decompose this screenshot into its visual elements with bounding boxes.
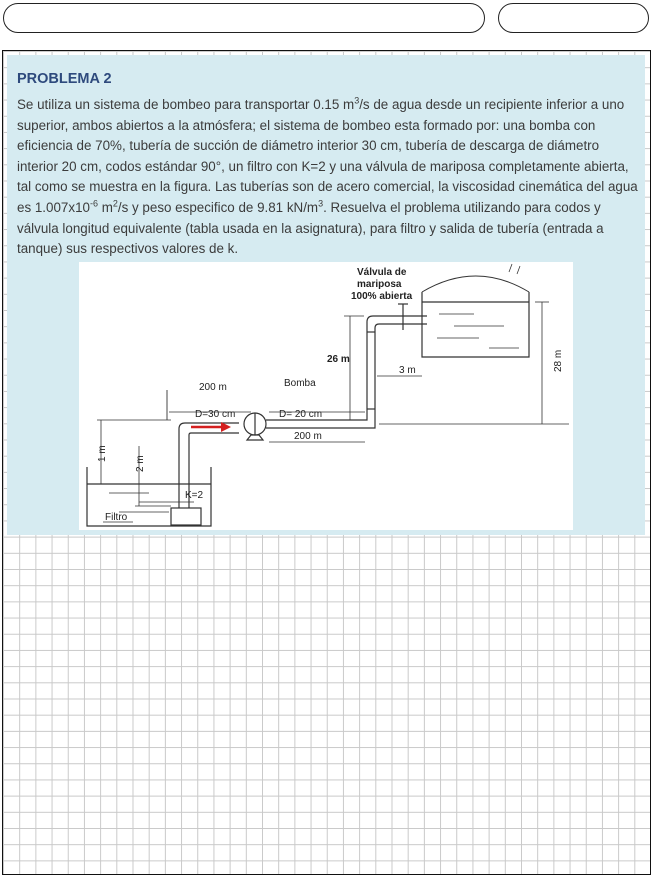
height-26-label: 26 m (327, 354, 350, 365)
valve-label-line1: Válvula de (357, 267, 407, 278)
side-field[interactable] (498, 3, 649, 33)
suction-pipe (178, 422, 239, 508)
suction-diameter-label: D=30 cm (195, 409, 235, 420)
problem-panel: PROBLEMA 2 Se utiliza un sistema de bomb… (7, 55, 645, 535)
flow-arrow-head (221, 422, 231, 432)
discharge-diameter-label: D= 20 cm (279, 409, 322, 420)
filter-label: Filtro (105, 512, 128, 523)
suction-length-label: 200 m (199, 382, 227, 393)
pumping-system-figure: Válvula de mariposa 100% abierta 26 m 3 … (79, 262, 573, 530)
upper-tank (421, 292, 530, 358)
lower-tank (86, 467, 212, 527)
problem-statement: Se utiliza un sistema de bombeo para tra… (17, 95, 638, 257)
valve-label-line3: 100% abierta (351, 291, 413, 302)
discharge-length-label: 200 m (294, 431, 322, 442)
filter (170, 507, 202, 526)
text-field[interactable] (3, 3, 485, 33)
depth-2-label: 2 m (135, 455, 146, 472)
problem-title: PROBLEMA 2 (17, 71, 112, 87)
length-3-label: 3 m (399, 365, 416, 376)
discharge-pipe (266, 315, 427, 421)
filter-k-label: K=2 (185, 490, 204, 501)
valve-label-line2: mariposa (357, 279, 402, 290)
height-28-label: 28 m (553, 350, 564, 372)
depth-1-label: 1 m (97, 445, 108, 462)
graph-paper-sheet: PROBLEMA 2 Se utiliza un sistema de bomb… (2, 50, 651, 875)
pump-label: Bomba (284, 378, 316, 389)
